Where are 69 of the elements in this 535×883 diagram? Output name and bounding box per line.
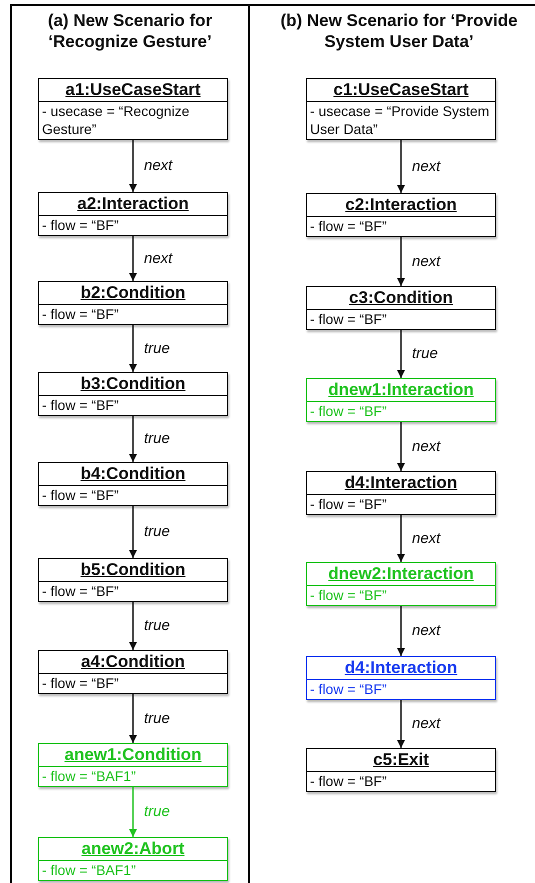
arrow	[397, 515, 405, 562]
object-name: b4:Condition	[39, 463, 227, 486]
attribute-text: - flow = “BF”	[309, 586, 388, 605]
scenario-panel	[10, 4, 250, 883]
object-box	[38, 650, 228, 694]
arrow	[129, 694, 137, 743]
panel-heading: (b) New Scenario for ‘Provide System User Data’	[279, 10, 519, 52]
attribute-text: - flow = “BAF1”	[41, 861, 137, 880]
object-box	[38, 372, 228, 416]
object-name: a4:Condition	[39, 651, 227, 674]
arrow	[129, 236, 137, 281]
attribute-text: - flow = “BF”	[41, 396, 120, 415]
object-name: a2:Interaction	[39, 193, 227, 216]
arrow	[397, 606, 405, 656]
attribute-text: - flow = “BF”	[309, 310, 388, 329]
object-box	[306, 562, 496, 606]
object-name: a1:UseCaseStart	[39, 79, 227, 102]
object-name: c3:Condition	[307, 287, 495, 310]
object-box	[306, 656, 496, 700]
object-box	[38, 743, 228, 787]
object-name: b2:Condition	[39, 282, 227, 305]
object-box	[306, 378, 496, 422]
attribute-text: - flow = “BF”	[41, 486, 120, 505]
attribute-text: - flow = “BAF1”	[41, 767, 137, 786]
attribute-text: - usecase = “Recognize Gesture”	[41, 102, 190, 139]
object-box	[38, 462, 228, 506]
attribute-text: - flow = “BF”	[309, 772, 388, 791]
object-box	[306, 748, 496, 792]
object-box	[38, 192, 228, 236]
object-name: b5:Condition	[39, 559, 227, 582]
object-box	[306, 193, 496, 237]
arrow	[129, 140, 137, 192]
object-name: c2:Interaction	[307, 194, 495, 217]
object-box	[306, 78, 496, 140]
attribute-text: - usecase = “Provide System User Data”	[309, 102, 490, 139]
panel-heading: (a) New Scenario for ‘Recognize Gesture’	[46, 10, 214, 52]
attribute-text: - flow = “BF”	[309, 495, 388, 514]
arrow	[129, 325, 137, 372]
object-box	[38, 558, 228, 602]
object-name: anew2:Abort	[39, 838, 227, 861]
arrow	[397, 700, 405, 748]
object-name: d4:Interaction	[307, 472, 495, 495]
attribute-text: - flow = “BF”	[309, 680, 388, 699]
arrow	[129, 416, 137, 462]
object-name: c1:UseCaseStart	[307, 79, 495, 102]
object-name: anew1:Condition	[39, 744, 227, 767]
attribute-text: - flow = “BF”	[41, 216, 120, 235]
attribute-text: - flow = “BF”	[309, 402, 388, 421]
object-box	[38, 837, 228, 881]
object-box	[38, 78, 228, 140]
attribute-text: - flow = “BF”	[41, 674, 120, 693]
object-name: c5:Exit	[307, 749, 495, 772]
attribute-text: - flow = “BF”	[41, 305, 120, 324]
arrow	[397, 422, 405, 471]
object-name: dnew1:Interaction	[307, 379, 495, 402]
arrow	[397, 237, 405, 286]
object-box	[306, 471, 496, 515]
arrow	[397, 330, 405, 378]
object-box	[306, 286, 496, 330]
attribute-text: - flow = “BF”	[41, 582, 120, 601]
attribute-text: - flow = “BF”	[309, 217, 388, 236]
object-name: b3:Condition	[39, 373, 227, 396]
arrow	[129, 787, 137, 837]
object-name: dnew2:Interaction	[307, 563, 495, 586]
arrow	[129, 602, 137, 650]
arrow	[397, 140, 405, 193]
object-box	[38, 281, 228, 325]
object-name: d4:Interaction	[307, 657, 495, 680]
arrow	[129, 506, 137, 558]
